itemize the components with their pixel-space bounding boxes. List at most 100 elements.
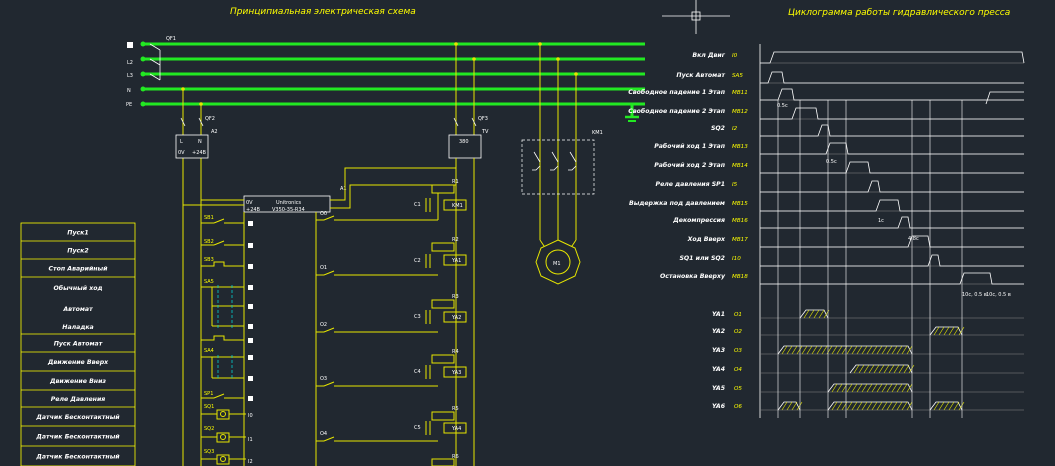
coil-km1-label: KM1 (452, 203, 463, 209)
cyclogram-waveform (985, 91, 1024, 105)
cyclogram-hatch (836, 345, 843, 355)
cyclogram-hatch (901, 401, 908, 411)
cyclogram-row-code: МВ18 (732, 274, 748, 280)
output-ladder: O0 R1 C1 KM1 O1 R2 C2 YA1 O2 R3 C3 YA2 O… (315, 179, 467, 466)
cyclogram-hatch (781, 401, 788, 411)
cyclogram-hatch (901, 345, 908, 355)
cyclogram-hatch (886, 345, 893, 355)
cyclogram-hatch (786, 401, 793, 411)
cyclogram-hatch (831, 345, 838, 355)
output-o1-label: O1 (320, 265, 327, 271)
r1-label: R1 (452, 179, 459, 185)
cyclogram-hatch (881, 383, 888, 393)
transformer-tv-box (448, 134, 482, 159)
cyclogram-time-label: 10с, 0.5 в (962, 292, 987, 298)
cyclogram-output-bar (827, 383, 913, 393)
cyclogram-output-code: O1 (734, 312, 742, 318)
cyclogram-waveform (760, 124, 1024, 137)
psu-0v-label: 0V (178, 150, 185, 156)
cyclogram-row-label: Пуск Автомат (676, 72, 725, 79)
cyclogram-hatch (888, 364, 895, 374)
cyclogram-hatch (808, 309, 815, 319)
cyclogram-waveform (760, 71, 1024, 84)
km1-contactor-box (521, 139, 595, 195)
cad-crosshair-icon (662, 0, 730, 34)
bus-label-pe: PE (126, 102, 132, 108)
psu-a2-box (175, 134, 209, 159)
sb2-label: SB2 (204, 239, 214, 245)
c2-label: C2 (414, 258, 421, 264)
cyclogram-hatch (953, 326, 960, 336)
cyclogram-hatch (948, 401, 955, 411)
cyclogram-hatch (866, 383, 873, 393)
cyclogram-hatch (881, 345, 888, 355)
cyclogram-row-code: МВ17 (732, 237, 748, 243)
plc-block: Unitronics V350-35-R34 0V +24B A1 (183, 167, 456, 213)
legend-item: Движение Вверх (47, 359, 109, 366)
plc-inputs: SB1 SB2 SB3 SA5 SA4 SP1 SQ1 (201, 212, 253, 466)
cyclogram-hatch (943, 326, 950, 336)
cyclogram-waveform (760, 199, 1024, 212)
cyclogram-row-code: I0 (732, 53, 738, 59)
cyclogram-hatch (846, 345, 853, 355)
cyclogram-hatch (871, 383, 878, 393)
cyclogram-output-bar (799, 309, 829, 319)
output-o2-label: O2 (320, 322, 327, 328)
plc-24-label: +24B (246, 207, 261, 213)
cyclogram-hatch (818, 309, 825, 319)
cyclogram-row-label: Вкл Двиг (692, 52, 725, 59)
coil-ya2-label: YA2 (451, 315, 461, 321)
cyclogram-hatch (878, 364, 885, 374)
legend-item: Пуск1 (67, 230, 88, 237)
legend-item: Наладка (62, 324, 93, 331)
km1-label: KM1 (592, 130, 603, 136)
cyclogram-hatch (886, 401, 893, 411)
cyclogram-hatch (876, 383, 883, 393)
cyclogram-hatch (858, 364, 865, 374)
cyclogram-output-code: O4 (734, 367, 742, 373)
cyclogram-hatch (873, 364, 880, 374)
cyclogram-hatch (856, 345, 863, 355)
cyclogram-hatch (813, 309, 820, 319)
cyclogram-output-bar (827, 401, 913, 411)
cyclogram-hatch (886, 383, 893, 393)
cyclogram-hatch (958, 401, 965, 411)
input-i2-label: I2 (248, 459, 253, 465)
psu-l-label: L (180, 139, 183, 145)
cyclogram-hatch (796, 401, 803, 411)
cyclogram-hatch (806, 345, 813, 355)
cyclogram-hatch (811, 345, 818, 355)
cyclogram-hatch (856, 401, 863, 411)
cyclogram-hatch (891, 401, 898, 411)
tv-380-label: 380 (459, 139, 469, 145)
cyclogram-hatch (836, 383, 843, 393)
legend-item: Датчик Бесконтактный (35, 434, 120, 441)
cyclogram-time-label: 4.8с (908, 236, 919, 242)
cyclogram-row-code: МВ14 (732, 163, 748, 169)
cyclogram-hatch (896, 401, 903, 411)
cyclogram-row-code: МВ13 (732, 144, 748, 150)
cyclogram-hatch (958, 326, 965, 336)
c5-label: C5 (414, 425, 421, 431)
ground-icon (625, 104, 639, 122)
psu-n-label: N (198, 139, 202, 145)
cyclogram-hatch (871, 345, 878, 355)
cyclogram-hatch (938, 326, 945, 336)
plc-model: V350-35-R34 (272, 207, 305, 213)
cyclogram-row-code: SA5 (732, 73, 743, 79)
sq3-label: SQ3 (204, 449, 214, 455)
legend-item: Датчик Бесконтактный (35, 414, 120, 421)
cyclogram-hatch (896, 345, 903, 355)
cyclogram-row-code: МВ15 (732, 201, 748, 207)
motor-branch: KM1 M1 (521, 44, 603, 285)
cyclogram-output-bar (777, 401, 801, 411)
cyclogram-time-label: 1с (878, 218, 884, 224)
cyclogram-hatch (953, 401, 960, 411)
cyclogram-time-label: 10с, 0.5 в (986, 292, 1011, 298)
c3-label: C3 (414, 314, 421, 320)
cyclogram-hatch (866, 401, 873, 411)
cyclogram-hatch (866, 345, 873, 355)
cyclogram-row-label: Декомпрессия (672, 217, 725, 224)
cyclogram-time-label: 0.5с (777, 103, 788, 109)
